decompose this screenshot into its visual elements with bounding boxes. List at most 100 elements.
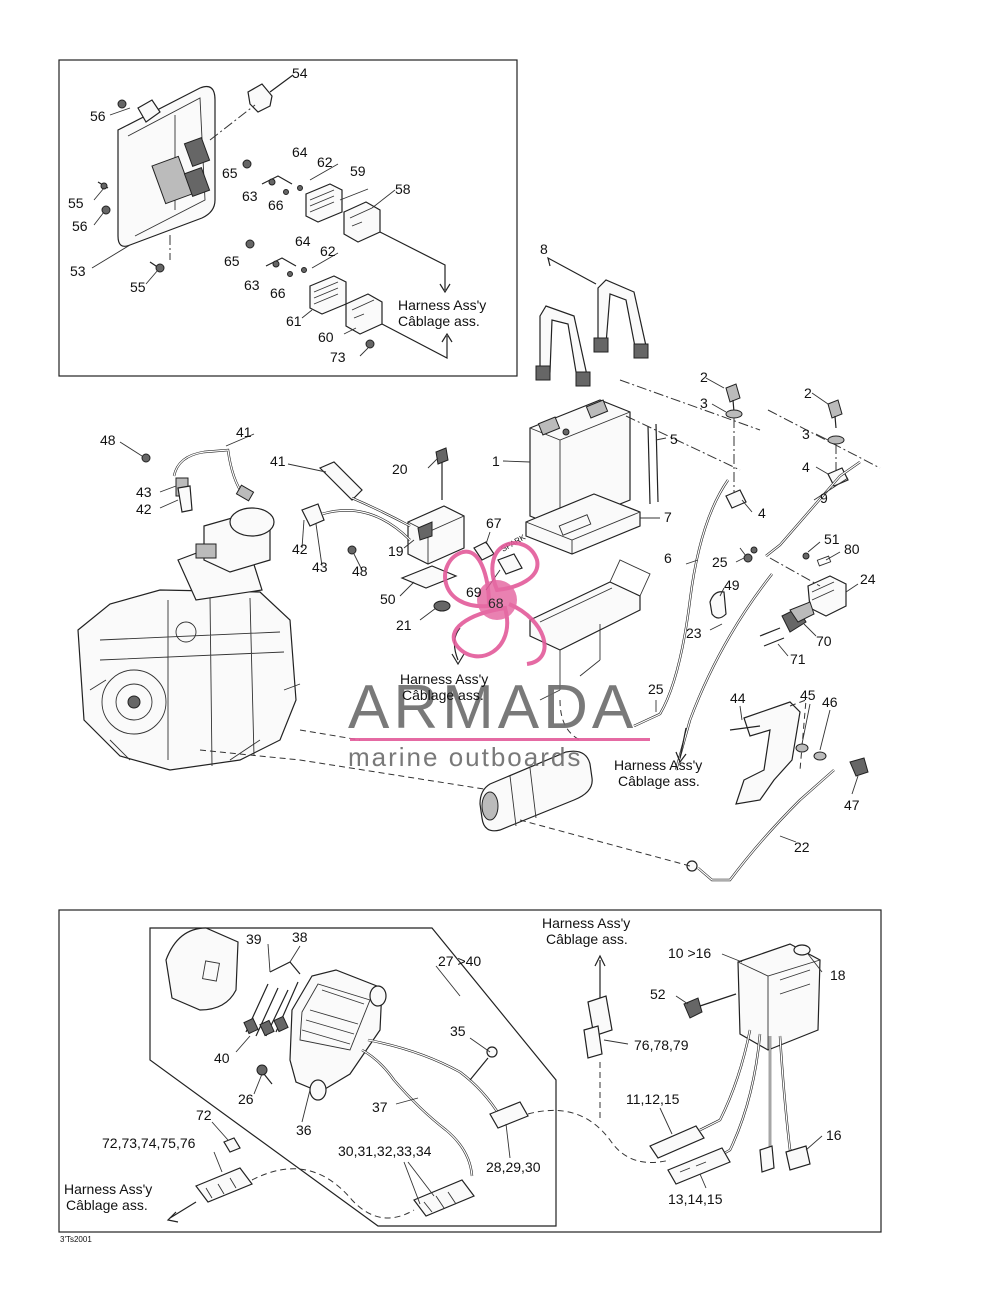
note-harness-center-en: Harness Ass'y (400, 671, 488, 687)
callout-40: 40 (214, 1050, 230, 1066)
screw-55-upper (97, 181, 109, 190)
relay-60 (345, 293, 383, 335)
callout-2-right: 2 (804, 385, 812, 401)
bolt-2-right (827, 399, 843, 429)
note-harness-right-fr: Câblage ass. (618, 773, 700, 789)
rubber-pad-21 (433, 600, 451, 612)
terminals-38-40 (243, 961, 301, 1037)
callout-72-76: 72,73,74,75,76 (102, 1135, 196, 1151)
bolt-2-left (725, 383, 741, 413)
callout-69: 69 (466, 584, 482, 600)
callout-62-upper: 62 (317, 154, 333, 170)
callout-64-lower: 64 (295, 233, 311, 249)
callout-21: 21 (396, 617, 412, 633)
electrical-box-53 (117, 85, 216, 247)
callout-28-30: 28,29,30 (486, 1159, 541, 1175)
note-harness-top-fr: Câblage ass. (398, 313, 480, 329)
connector-72-76 (195, 1137, 253, 1203)
armada-watermark: 68 ARMADA marine outboards (348, 541, 650, 772)
callout-66-upper: 66 (268, 197, 284, 213)
starter-motor (479, 750, 593, 832)
watermark-brand: ARMADA (348, 673, 637, 742)
callout-18: 18 (830, 967, 846, 983)
callout-58: 58 (395, 181, 411, 197)
callout-47: 47 (844, 797, 860, 813)
callout-19: 19 (388, 543, 404, 559)
callout-45: 45 (800, 687, 816, 703)
callout-65-lower: 65 (224, 253, 240, 269)
callout-25-lower: 25 (648, 681, 664, 697)
callout-80: 80 (844, 541, 860, 557)
callout-8: 8 (540, 241, 548, 257)
pins-63-66-lower (245, 239, 307, 277)
callout-6: 6 (664, 550, 672, 566)
note-harness-bottom-en: Harness Ass'y (542, 915, 630, 931)
harness-37 (361, 1038, 502, 1177)
bottom-subgroup-frame (149, 927, 557, 1227)
gasket-50 (400, 565, 458, 589)
cover-27 (165, 927, 239, 1011)
connector-13-15 (667, 1147, 731, 1185)
ignition-coil-19 (407, 505, 465, 565)
callout-37: 37 (372, 1099, 388, 1115)
note-harness-bottom-left-fr: Câblage ass. (66, 1197, 148, 1213)
battery-cable-9 (765, 461, 861, 557)
watermark-tagline: marine outboards (348, 742, 582, 772)
callout-76-79: 76,78,79 (634, 1037, 689, 1053)
bottom-inset-frame (58, 909, 882, 1233)
connector-30-34 (413, 1179, 475, 1217)
callout-42-left: 42 (136, 501, 152, 517)
callout-23: 23 (686, 625, 702, 641)
callout-41-left: 41 (236, 424, 252, 440)
note-harness-bottom-left-en: Harness Ass'y (64, 1181, 152, 1197)
callout-11-15: 11,12,15 (626, 1091, 680, 1107)
callout-13-15: 13,14,15 (668, 1191, 723, 1207)
fuse-80 (816, 555, 832, 567)
ground-cable-23 (674, 573, 773, 771)
callout-48-left: 48 (100, 432, 116, 448)
clip-48-right (347, 545, 357, 555)
screw-26 (256, 1064, 273, 1085)
callout-54: 54 (292, 65, 308, 81)
circuit-breaker-70 (781, 601, 815, 633)
cap-18 (793, 944, 811, 956)
callout-38: 38 (292, 929, 308, 945)
callout-68: 68 (488, 595, 504, 611)
vent-tube-5 (647, 423, 659, 505)
figure-code: 3'Ts2001 (60, 1235, 92, 1244)
callout-63-upper: 63 (242, 188, 258, 204)
bracket-44-47 (729, 699, 869, 805)
battery-tray-7 (525, 493, 641, 555)
spark-plug-cap-42 (177, 485, 193, 513)
callout-26: 26 (238, 1091, 254, 1107)
ground-terminal-35 (469, 1046, 498, 1081)
callout-35: 35 (450, 1023, 466, 1039)
callout-7: 7 (664, 509, 672, 525)
battery-cable-6 (633, 479, 729, 728)
callout-62-lower: 62 (320, 243, 336, 259)
callout-51: 51 (824, 531, 840, 547)
callout-72: 72 (196, 1107, 212, 1123)
callout-22: 22 (794, 839, 810, 855)
washer-3-right (827, 435, 845, 445)
callout-43-left: 43 (136, 484, 152, 500)
callout-27-40: 27 >40 (438, 953, 481, 969)
callout-3-left: 3 (700, 395, 708, 411)
screw-73 (365, 339, 375, 349)
watermark-underline (350, 738, 650, 741)
callout-67: 67 (486, 515, 502, 531)
bolt-20 (435, 447, 449, 500)
callout-65-upper: 65 (222, 165, 238, 181)
callout-10-16: 10 >16 (668, 945, 711, 961)
callout-70: 70 (816, 633, 832, 649)
callout-46: 46 (822, 694, 838, 710)
callout-4-left: 4 (758, 505, 766, 521)
callout-60: 60 (318, 329, 334, 345)
module-wires (699, 1029, 807, 1162)
engine-block (77, 507, 301, 771)
callout-50: 50 (380, 591, 396, 607)
nut-25-upper (743, 546, 758, 563)
rubber-cap-54 (247, 74, 294, 113)
